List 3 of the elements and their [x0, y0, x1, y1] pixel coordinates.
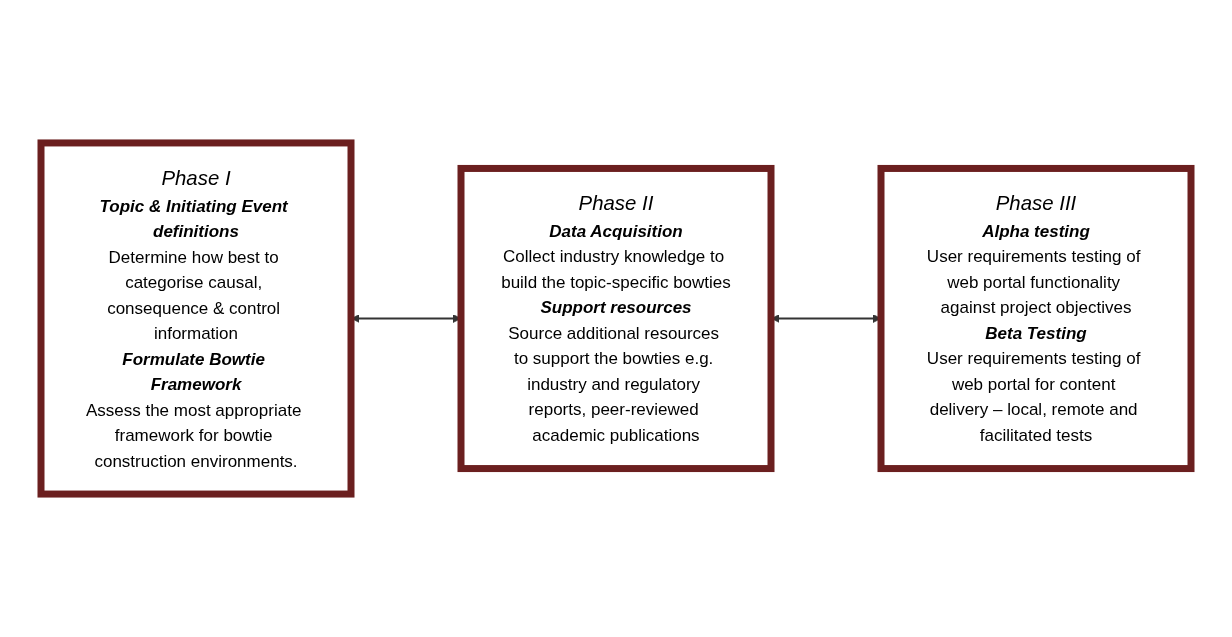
node-box: Phase II Data Acquisition Collect industry knowledge to build the topic-specific bowties Support resources Source additional resources to support the bowties e.g. industry and regulatory reports, peer-reviewed academic publications — [457, 164, 775, 473]
node-box: Phase I Topic & Initiating Event definitions Determine how best to categorise causal, consequence & control information Formulate Bowtie Framework Assess the most appropriate framework for bowtie construction environments. — [37, 139, 355, 498]
node-box: Phase III Alpha testing User requirements testing of web portal functionality against project objectives Beta Testing User requirements testing of web portal for content delivery – local, remote and facilitated tests — [877, 164, 1195, 473]
